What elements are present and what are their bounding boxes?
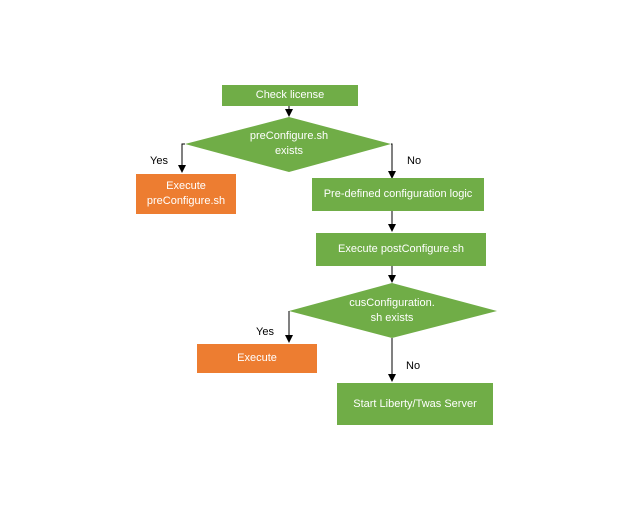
cusconfiguration-decision-line-1: cusConfiguration. xyxy=(349,297,435,309)
preconfigure-decision-shape xyxy=(185,117,391,172)
predefined-logic-label: Pre-defined configuration logic xyxy=(323,188,473,200)
predefined-logic-box: Pre-defined configuration logic xyxy=(312,178,484,211)
preconfigure-decision-line-2: exists xyxy=(274,145,304,157)
cusconfiguration-decision-line-2: sh exists xyxy=(370,312,414,324)
execute-label: Execute xyxy=(237,352,277,364)
preconfigure-decision-line-1: preConfigure.sh xyxy=(249,130,329,142)
cusconfiguration-decision-label: cusConfiguration. sh exists xyxy=(330,293,454,329)
execute-box: Execute xyxy=(197,344,317,373)
second-no-label: No xyxy=(406,360,421,372)
start-server-box: Start Liberty/Twas Server xyxy=(337,383,493,425)
check-license-box: Check license xyxy=(222,85,358,106)
cusconfiguration-decision-shape xyxy=(289,283,497,338)
connector-decision-no xyxy=(388,143,396,179)
second-yes-label: Yes xyxy=(256,326,274,338)
preconfigure-decision-label: preConfigure.sh exists xyxy=(224,126,354,162)
connector-decision-yes xyxy=(178,143,186,173)
first-no-label: No xyxy=(407,155,422,167)
execute-postconfigure-box: Execute postConfigure.sh xyxy=(316,233,486,266)
first-yes-label: Yes xyxy=(150,155,168,167)
execute-postconfigure-label: Execute postConfigure.sh xyxy=(338,243,464,255)
execute-preconfigure-box: Execute preConfigure.sh xyxy=(136,174,236,214)
check-license-label: Check license xyxy=(255,89,325,101)
execute-preconfigure-line-1: Execute xyxy=(166,180,206,192)
execute-preconfigure-line-2: preConfigure.sh xyxy=(146,195,226,207)
start-server-label: Start Liberty/Twas Server xyxy=(353,397,477,410)
